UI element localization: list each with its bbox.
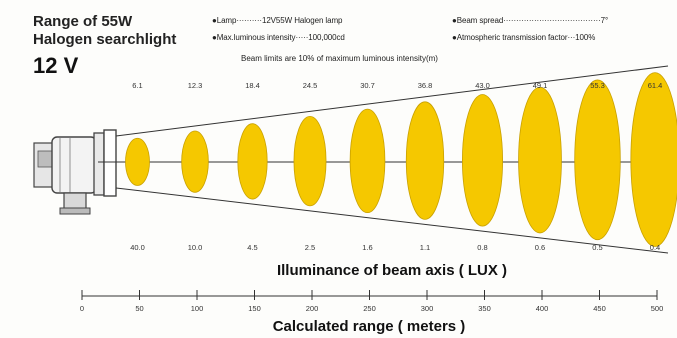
- illuminance-value-label: 2.5: [305, 243, 315, 252]
- beam-diameter-label: 43.0: [475, 81, 490, 90]
- beam-spot-450m: [574, 79, 621, 241]
- title-line-2: Halogen searchlight: [33, 31, 177, 48]
- range-tick-label: 350: [478, 304, 491, 313]
- illuminance-value-label: 40.0: [130, 243, 145, 252]
- range-tick-label: 250: [363, 304, 376, 313]
- illuminance-axis-title: Illuminance of beam axis ( LUX ): [277, 262, 507, 279]
- illuminance-value-label: 0.5: [592, 243, 602, 252]
- beam-diameter-label: 18.4: [245, 81, 260, 90]
- title-line-1: Range of 55W: [33, 13, 133, 30]
- spec-lamp: ●Lamp··········12V55W Halogen lamp: [212, 16, 343, 25]
- spec-beam-spread: ●Beam spread····························…: [452, 16, 609, 25]
- range-axis-title: Calculated range ( meters ): [273, 318, 466, 335]
- illuminance-value-label: 1.1: [420, 243, 430, 252]
- beam-spot-300m: [405, 101, 445, 220]
- beam-diameter-label: 6.1: [132, 81, 142, 90]
- beam-spot-150m: [237, 123, 268, 200]
- beam-diameter-label: 49.1: [533, 81, 548, 90]
- beam-spot-500m: [630, 72, 677, 247]
- range-tick-label: 100: [191, 304, 204, 313]
- range-axis: 0 50 100 150 200 250 300 350 400 450 500: [80, 290, 663, 313]
- spec-max-intensity: ●Max.luminous intensity·····100,000cd: [212, 33, 345, 42]
- range-tick-label: 150: [248, 304, 261, 313]
- range-tick-label: 50: [135, 304, 143, 313]
- voltage-label: 12 V: [33, 53, 79, 78]
- beam-limits-note: Beam limits are 10% of maximum luminous …: [241, 54, 438, 63]
- searchlight-icon: [33, 129, 117, 215]
- illuminance-value-label: 0.4: [650, 243, 660, 252]
- beam-spot-250m: [349, 108, 386, 214]
- beam-upper-edge: [115, 65, 669, 137]
- beam-diameter-label: 30.7: [360, 81, 375, 90]
- beam-spot-100m: [181, 130, 209, 193]
- beam-diameter-label: 12.3: [188, 81, 203, 90]
- illuminance-value-label: 0.8: [477, 243, 487, 252]
- beam-diameter-label: 36.8: [418, 81, 433, 90]
- beam-spot-50m: [125, 137, 150, 186]
- range-tick-label: 200: [306, 304, 319, 313]
- illuminance-value-label: 10.0: [188, 243, 203, 252]
- beam-spot-200m: [293, 115, 327, 207]
- beam-lower-edge: [115, 187, 669, 254]
- range-tick-label: 400: [536, 304, 549, 313]
- beam-diameter-label: 55.3: [590, 81, 605, 90]
- beam-spot-400m: [518, 86, 562, 234]
- beam-diameter-label: 61.4: [648, 81, 663, 90]
- beam-spot-350m: [461, 94, 503, 227]
- range-tick-label: 500: [651, 304, 664, 313]
- spec-atmospheric-factor: ●Atmospheric transmission factor···100%: [452, 33, 596, 42]
- range-tick-label: 450: [593, 304, 606, 313]
- illuminance-value-label: 0.6: [535, 243, 545, 252]
- range-tick-label: 300: [421, 304, 434, 313]
- illuminance-value-label: 1.6: [362, 243, 372, 252]
- illuminance-value-label: 4.5: [247, 243, 257, 252]
- range-tick-label: 0: [80, 304, 84, 313]
- beam-diameter-label: 24.5: [303, 81, 318, 90]
